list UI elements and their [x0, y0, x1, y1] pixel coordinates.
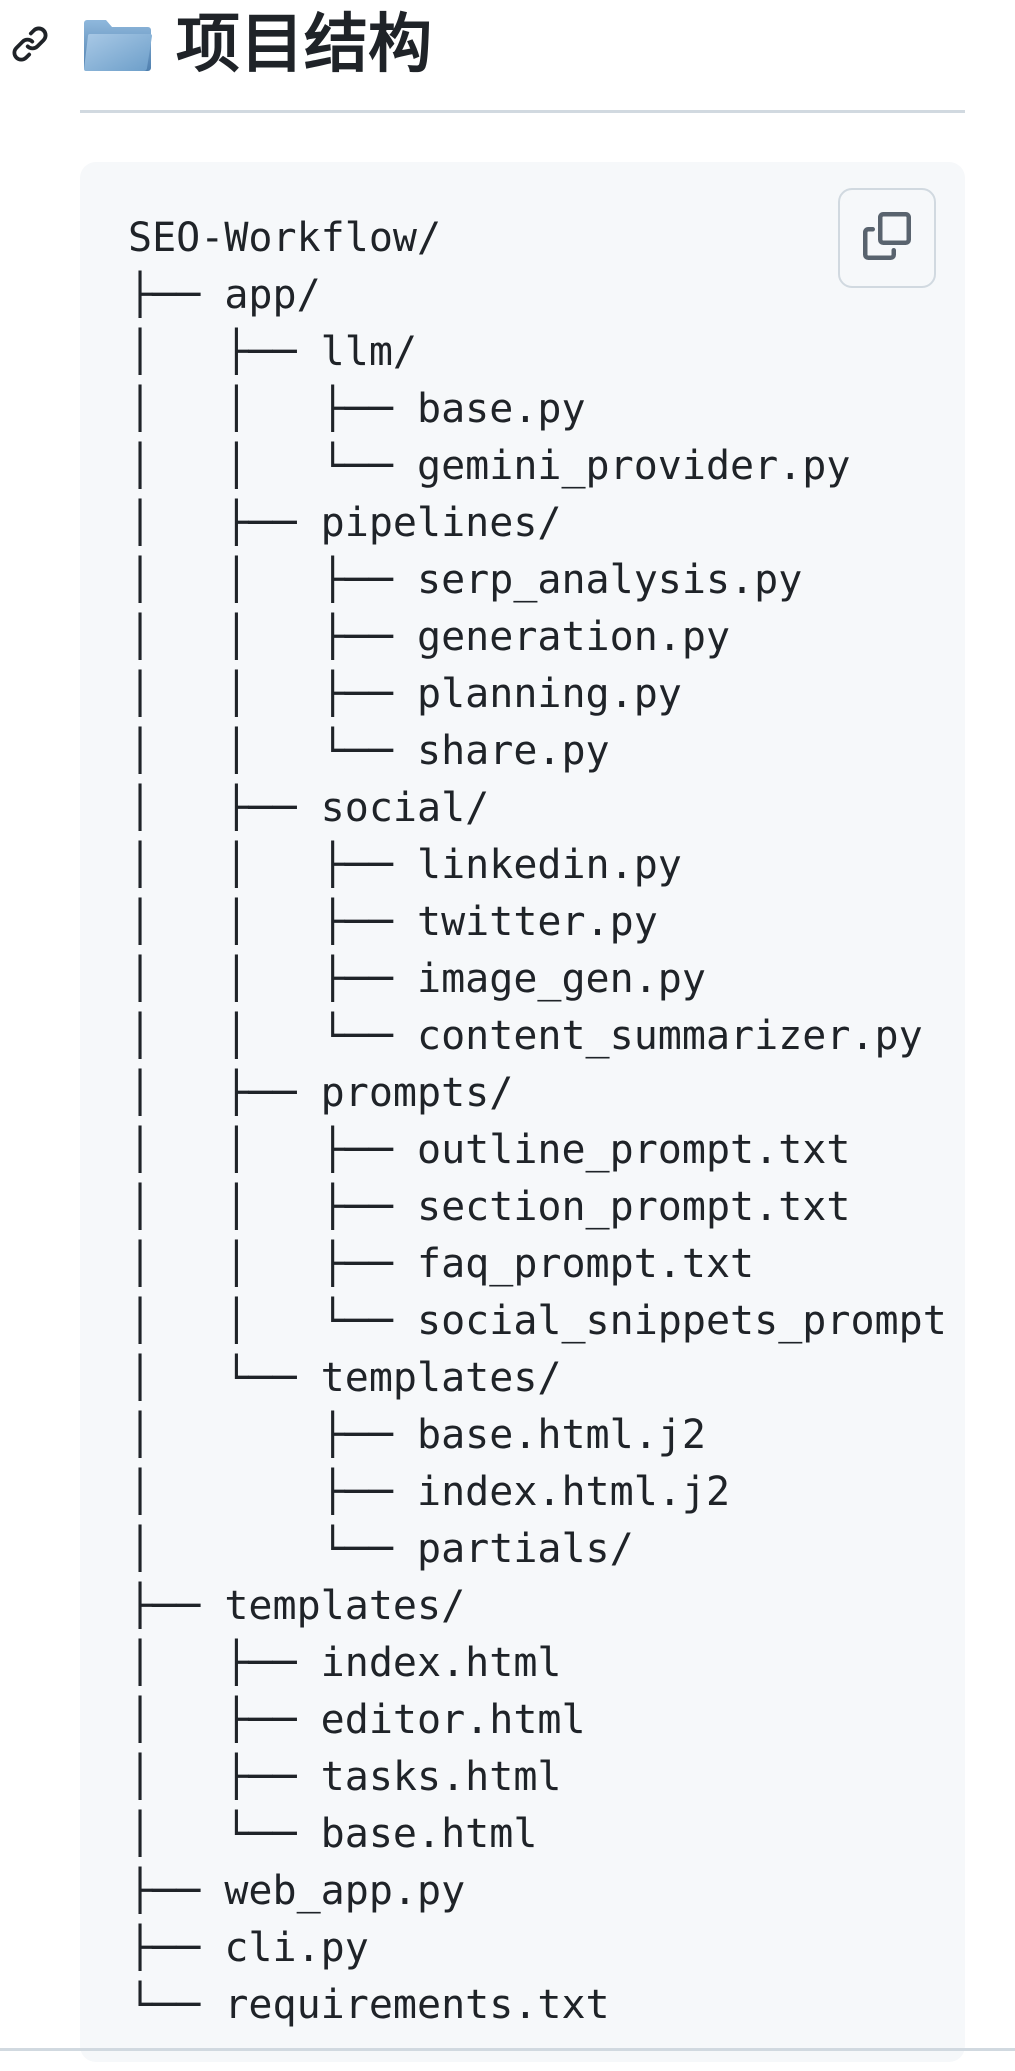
bottom-divider [0, 2048, 1015, 2051]
section-title: 项目结构 [176, 8, 432, 82]
link-icon[interactable] [6, 20, 54, 68]
tree-line: ├── web_app.py [128, 1868, 466, 1914]
tree-line: │ ├── social/ [128, 785, 490, 831]
tree-line: │ │ ├── section_prompt.txt [128, 1184, 851, 1230]
tree-line: │ │ ├── base.py [128, 386, 586, 432]
tree-line: │ │ └── share.py [128, 728, 610, 774]
file-tree: SEO-Workflow/ ├── app/ │ ├── llm/ │ │ ├── b… [128, 210, 947, 2034]
tree-line: │ └── templates/ [128, 1355, 562, 1401]
tree-line: │ │ ├── outline_prompt.txt [128, 1127, 851, 1173]
tree-line: │ │ ├── faq_prompt.txt [128, 1241, 755, 1287]
tree-line: │ ├── index.html [128, 1640, 562, 1686]
copy-icon [863, 212, 911, 264]
tree-line: │ └── partials/ [128, 1526, 634, 1572]
tree-line: │ │ ├── linkedin.py [128, 842, 682, 888]
tree-line: │ ├── index.html.j2 [128, 1469, 731, 1515]
tree-line: ├── templates/ [128, 1583, 466, 1629]
tree-line: │ │ └── gemini_provider.py [128, 443, 851, 489]
heading-divider [80, 110, 965, 113]
copy-button[interactable] [838, 188, 936, 288]
tree-line: │ ├── tasks.html [128, 1754, 562, 1800]
tree-line: │ ├── editor.html [128, 1697, 586, 1743]
folder-icon [80, 6, 154, 80]
tree-line: │ │ ├── serp_analysis.py [128, 557, 803, 603]
tree-line: │ ├── prompts/ [128, 1070, 514, 1116]
tree-line: │ │ └── social_snippets_prompt [128, 1298, 947, 1344]
tree-line: ├── app/ [128, 272, 321, 318]
code-block: SEO-Workflow/ ├── app/ │ ├── llm/ │ │ ├── b… [80, 162, 965, 2062]
tree-line: │ │ ├── twitter.py [128, 899, 658, 945]
tree-line: ├── cli.py [128, 1925, 369, 1971]
tree-line: │ │ └── content_summarizer.py [128, 1013, 923, 1059]
tree-line: │ ├── pipelines/ [128, 500, 562, 546]
tree-line: └── requirements.txt [128, 1982, 610, 2028]
tree-line: SEO-Workflow/ [128, 215, 442, 261]
tree-line: │ │ ├── planning.py [128, 671, 682, 717]
section-heading: 项目结构 [0, 0, 965, 113]
tree-line: │ └── base.html [128, 1811, 538, 1857]
tree-line: │ │ ├── generation.py [128, 614, 731, 660]
tree-line: │ │ ├── image_gen.py [128, 956, 706, 1002]
tree-line: │ ├── base.html.j2 [128, 1412, 706, 1458]
tree-line: │ ├── llm/ [128, 329, 417, 375]
